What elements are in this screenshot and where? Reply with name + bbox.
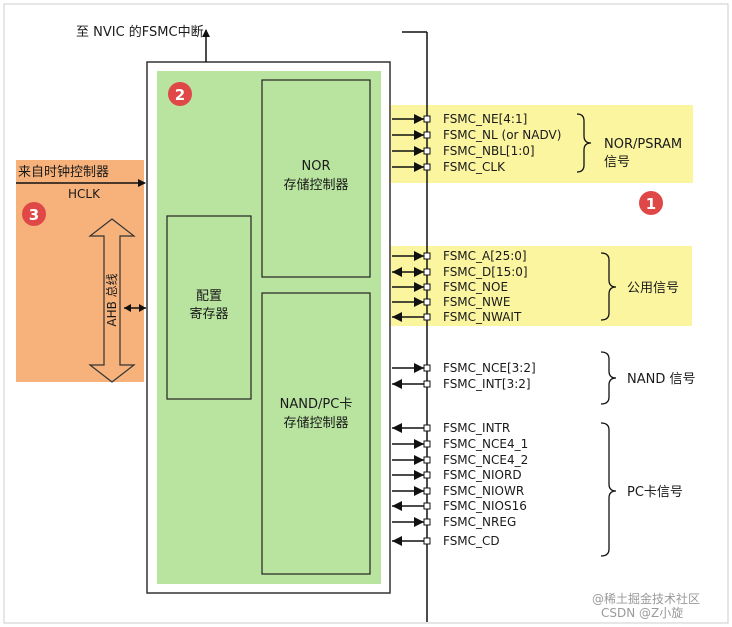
signal-fsmc-nl-or-nadv-label: FSMC_NL (or NADV) (443, 128, 561, 142)
signal-fsmc-cd-label: FSMC_CD (443, 534, 500, 548)
signal-fsmc-intr-pin (423, 424, 431, 432)
marker-2: 2 (175, 86, 185, 104)
clock-ahb-region (16, 160, 144, 382)
signal-fsmc-ne-4-1-arrow-right (414, 114, 424, 124)
signal-fsmc-a-25-0-label: FSMC_A[25:0] (443, 249, 527, 263)
signal-fsmc-nwait-pin (423, 313, 431, 321)
signal-fsmc-cd-pin (423, 537, 431, 545)
signal-fsmc-noe-pin (423, 283, 431, 291)
marker-3-circle (22, 202, 46, 226)
signal-fsmc-nce4-2-label: FSMC_NCE4_2 (443, 453, 528, 467)
ahb-connector-right-head (139, 304, 146, 312)
watermark-juejin: @稀土掘金技术社区 (592, 591, 700, 606)
nor-label-2: 存储控制器 (283, 178, 348, 193)
nand-brace (600, 351, 617, 405)
common-signal-band (391, 246, 692, 326)
signal-fsmc-nreg-pin (423, 518, 431, 526)
signal-fsmc-noe-label: FSMC_NOE (443, 280, 508, 294)
nor-label-1: NOR (302, 159, 331, 174)
nand-label-1: NAND/PC卡 (280, 397, 353, 412)
signal-fsmc-d-15-0-pin (423, 268, 431, 276)
signal-fsmc-nce4-2-pin (423, 456, 431, 464)
signal-fsmc-a-25-0-pin (423, 252, 431, 260)
signal-fsmc-nwe-pin (423, 298, 431, 306)
ahb-bus-label: AHB 总线 (105, 273, 119, 326)
signal-fsmc-clk-pin (423, 163, 431, 171)
nor-brace (576, 113, 592, 173)
signal-fsmc-nwait-arrow-left (392, 312, 402, 322)
common-group-label: 公用信号 (627, 281, 679, 296)
signal-fsmc-nce4-1-arrow-right (414, 439, 424, 449)
signal-fsmc-nce-3-2-arrow-right (414, 363, 424, 373)
signal-fsmc-nios16-pin (423, 502, 431, 510)
signal-fsmc-nwe-label: FSMC_NWE (443, 295, 510, 309)
signal-fsmc-nbl-1-0-label: FSMC_NBL[1:0] (443, 144, 535, 158)
signal-fsmc-d-15-0-arrow-left (392, 267, 402, 277)
nor-controller-block (261, 79, 371, 278)
signal-fsmc-int-3-2-arrow-left (392, 379, 402, 389)
signal-fsmc-int-3-2-label: FSMC_INT[3:2] (443, 377, 531, 391)
diagram-frame (3, 3, 729, 624)
pc-brace (600, 422, 617, 557)
signal-fsmc-nl-or-nadv-arrow-right (414, 130, 424, 140)
signal-fsmc-niord-label: FSMC_NIORD (443, 468, 522, 482)
hclk-label: HCLK (68, 187, 101, 201)
signal-fsmc-nwait-label: FSMC_NWAIT (443, 310, 522, 324)
pc-group-label: PC卡信号 (627, 485, 683, 500)
signal-fsmc-nce-3-2-pin (423, 364, 431, 372)
signal-fsmc-d-15-0-label: FSMC_D[15:0] (443, 265, 528, 279)
nand-group-label: NAND 信号 (627, 372, 696, 387)
signal-fsmc-cd-arrow-left (392, 536, 402, 546)
signal-fsmc-d-15-0-arrow-right (414, 267, 424, 277)
signal-fsmc-nce-3-2-label: FSMC_NCE[3:2] (443, 361, 536, 375)
signal-fsmc-nl-or-nadv-pin (423, 131, 431, 139)
config-register-block (166, 215, 252, 400)
marker-1: 1 (646, 195, 656, 213)
nor-group-label-2: 信号 (604, 155, 630, 170)
signal-pins: FSMC_NE[4:1] FSMC_NL (or NADV) FSMC_NBL[1:… (392, 112, 561, 548)
signal-fsmc-noe-arrow-right (414, 282, 424, 292)
config-label-1: 配置 (196, 289, 222, 304)
signal-fsmc-nbl-1-0-pin (423, 147, 431, 155)
ahb-connector-left-head (124, 304, 131, 312)
nand-label-2: 存储控制器 (283, 416, 348, 431)
marker-3: 3 (29, 206, 39, 224)
signal-fsmc-ne-4-1-label: FSMC_NE[4:1] (443, 112, 527, 126)
signal-fsmc-nios16-label: FSMC_NIOS16 (443, 499, 527, 513)
signal-fsmc-ne-4-1-pin (423, 115, 431, 123)
signal-fsmc-nbl-1-0-arrow-right (414, 146, 424, 156)
signal-fsmc-nce4-2-arrow-right (414, 455, 424, 465)
signal-fsmc-int-3-2-pin (423, 380, 431, 388)
signal-fsmc-nce4-1-label: FSMC_NCE4_1 (443, 437, 528, 451)
signal-fsmc-intr-arrow-left (392, 423, 402, 433)
nvic-interrupt-label: 至 NVIC 的FSMC中断 (76, 24, 204, 40)
signal-fsmc-nreg-arrow-right (414, 517, 424, 527)
signal-fsmc-clk-label: FSMC_CLK (443, 160, 506, 174)
clock-source-label: 来自时钟控制器 (18, 164, 109, 180)
nor-signal-band (391, 105, 693, 183)
signal-fsmc-niord-arrow-right (414, 470, 424, 480)
signal-fsmc-intr-label: FSMC_INTR (443, 421, 510, 435)
signal-fsmc-nios16-arrow-left (392, 501, 402, 511)
config-label-2: 寄存器 (189, 306, 228, 322)
signal-fsmc-niowr-pin (423, 487, 431, 495)
marker-1-circle (639, 191, 663, 215)
signal-fsmc-nwe-arrow-right (414, 297, 424, 307)
ahb-bus-arrow (88, 218, 136, 383)
signal-fsmc-nce4-1-pin (423, 440, 431, 448)
signal-fsmc-niowr-arrow-right (414, 486, 424, 496)
signal-fsmc-a-25-0-arrow-right (414, 251, 424, 261)
signal-fsmc-niord-pin (423, 471, 431, 479)
signal-fsmc-niowr-label: FSMC_NIOWR (443, 484, 524, 498)
common-brace (600, 252, 617, 321)
marker-2-circle (168, 82, 192, 106)
nor-group-label-1: NOR/PSRAM (604, 137, 682, 152)
watermark-csdn: CSDN @Z小旋 (601, 606, 683, 620)
signal-fsmc-nreg-label: FSMC_NREG (443, 515, 516, 529)
signal-fsmc-clk-arrow-right (414, 162, 424, 172)
nand-controller-block (261, 292, 371, 575)
